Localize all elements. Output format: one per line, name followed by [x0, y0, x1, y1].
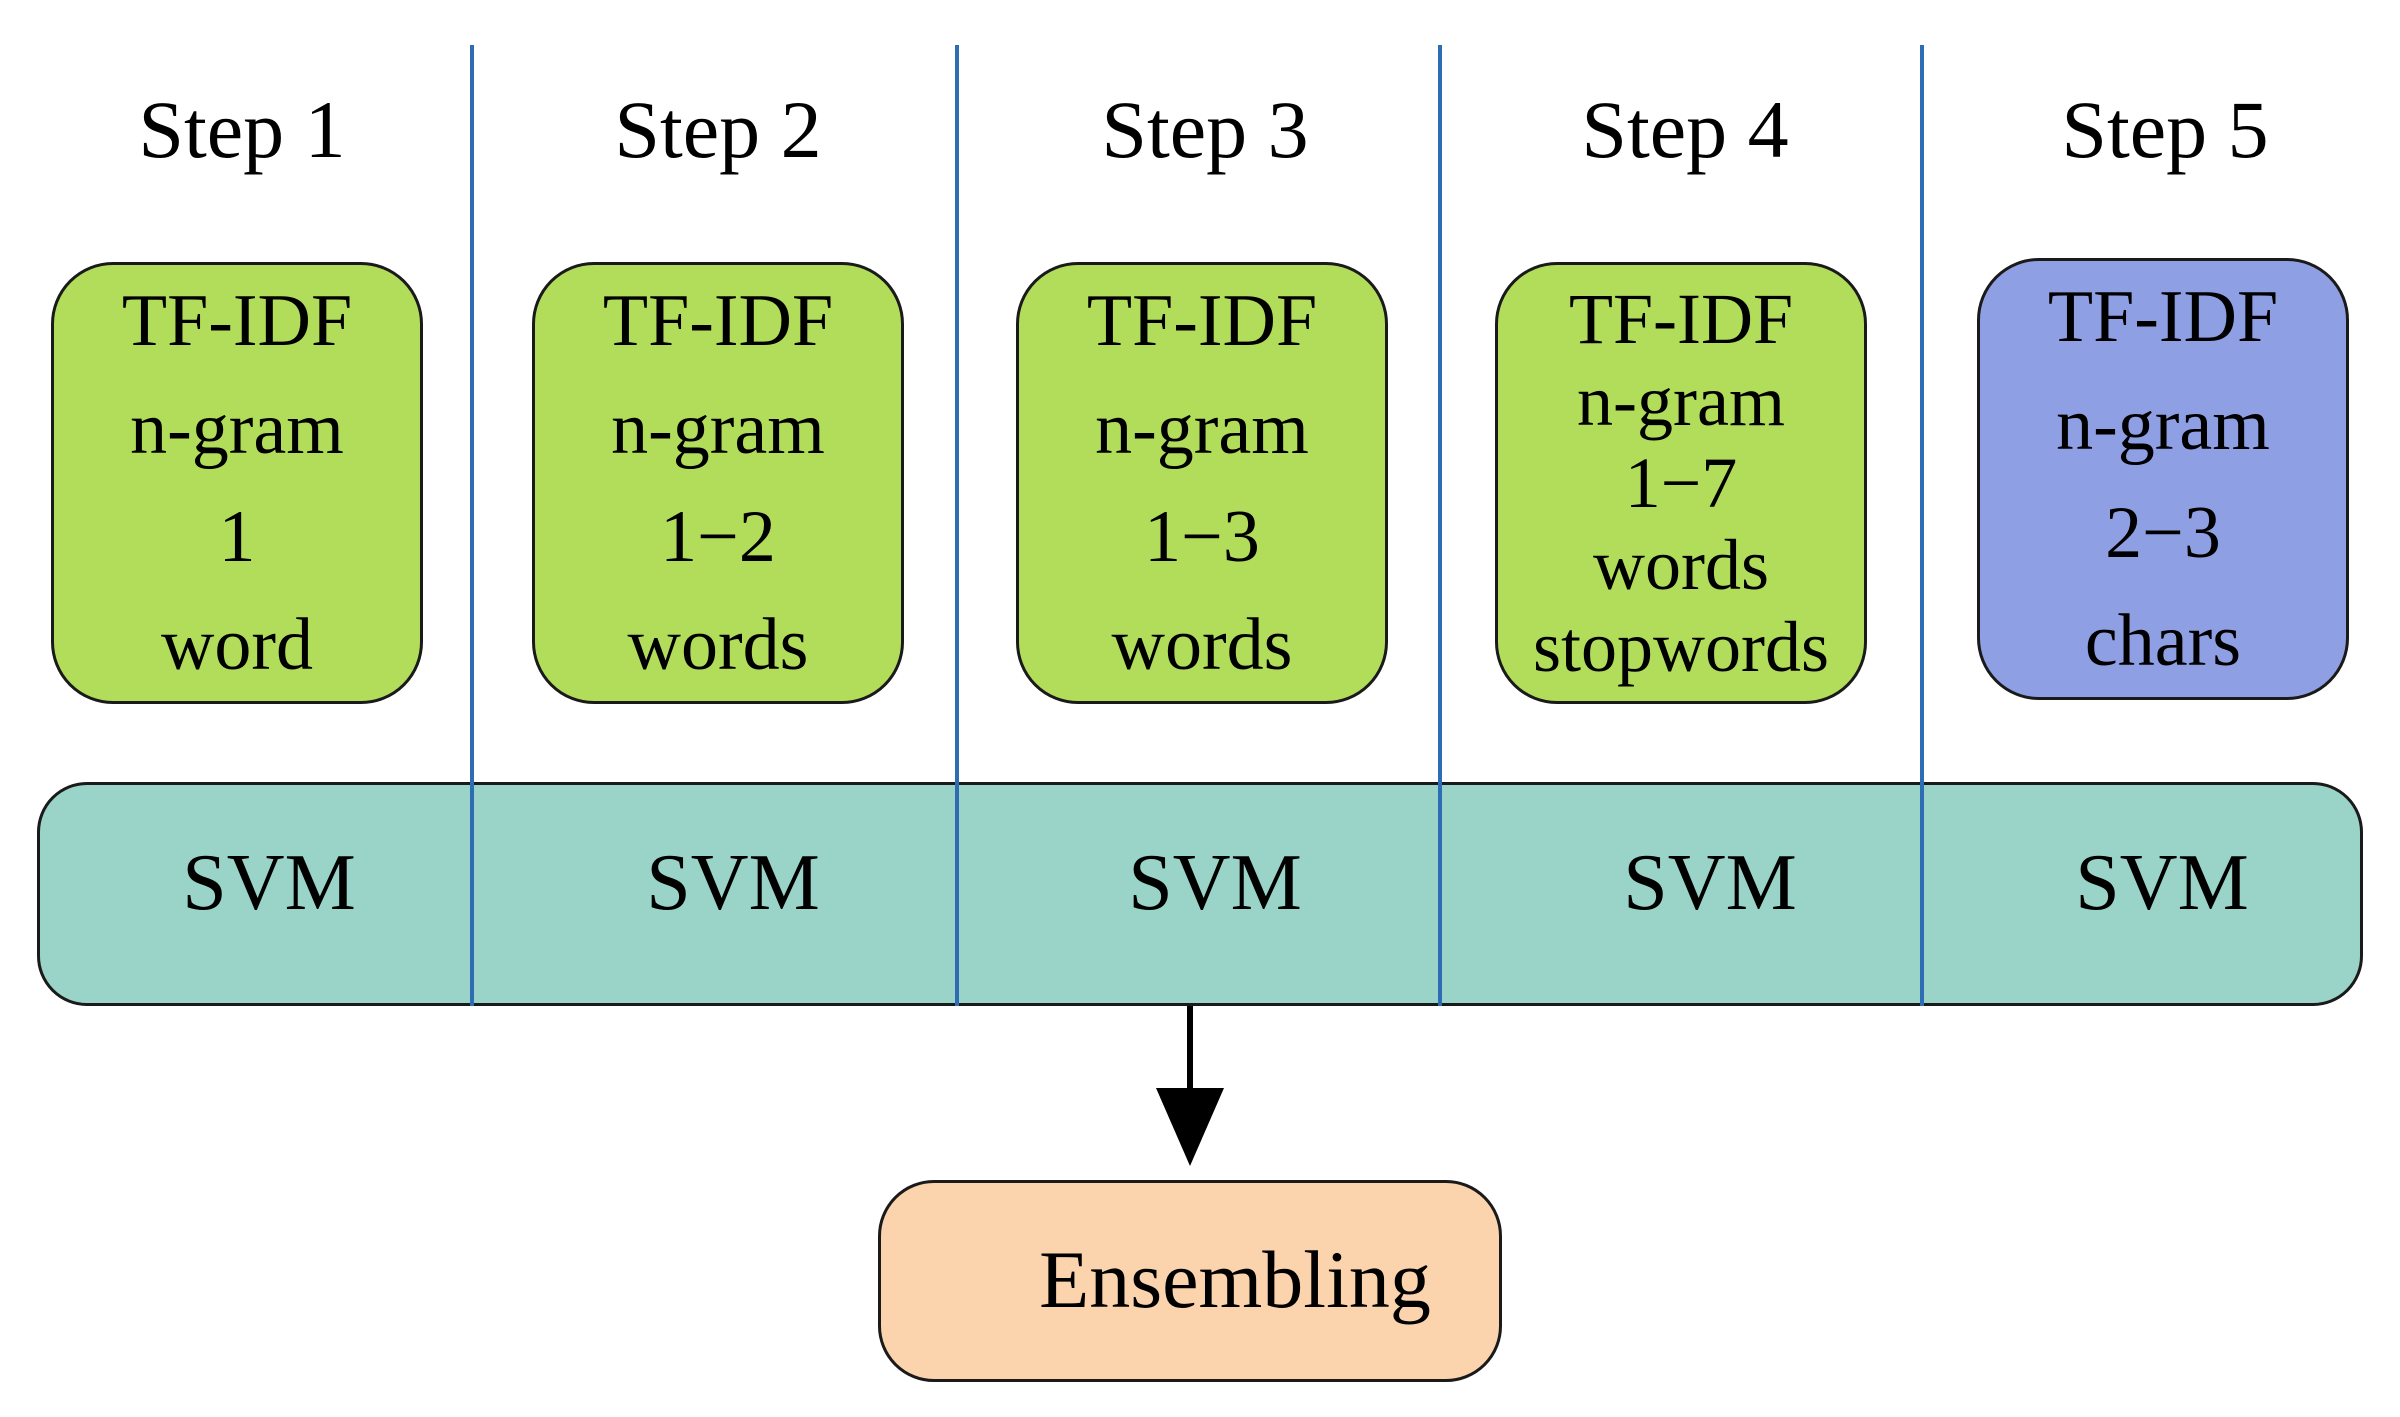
- step-3-feature-method: TF-IDF: [1086, 280, 1318, 362]
- ensembling-label: Ensembling: [1039, 1234, 1431, 1325]
- step-divider-1-2: [470, 45, 474, 1006]
- svm-classifier-bar: [37, 782, 2363, 1006]
- step-1-svm-label: SVM: [182, 839, 356, 927]
- step-2-ngram-range: 1−2: [660, 496, 776, 578]
- step-3-feature-box: TF-IDF n-gram 1−3 words: [1016, 262, 1388, 704]
- step-4-token-unit: words: [1593, 525, 1769, 605]
- step-divider-3-4: [1438, 45, 1442, 1006]
- step-4-title: Step 4: [1581, 84, 1789, 175]
- step-3-token-unit: words: [1111, 604, 1293, 686]
- step-2-feature-method: TF-IDF: [602, 280, 834, 362]
- step-4-ngram-range: 1−7: [1624, 443, 1738, 523]
- down-arrow-icon: [1156, 1006, 1224, 1166]
- arrow-head: [1156, 1088, 1224, 1166]
- step-1-feature-box: TF-IDF n-gram 1 word: [51, 262, 423, 704]
- step-2-token-unit: words: [627, 604, 809, 686]
- step-3-feature-type: n-gram: [1095, 388, 1309, 470]
- step-5-title: Step 5: [2061, 84, 2269, 175]
- step-5-svm-label: SVM: [2075, 839, 2249, 927]
- step-2-svm-label: SVM: [646, 839, 820, 927]
- step-1-token-unit: word: [160, 604, 314, 686]
- step-4-feature-type: n-gram: [1577, 361, 1785, 441]
- step-3-title: Step 3: [1101, 84, 1309, 175]
- step-1-feature-type: n-gram: [130, 388, 344, 470]
- step-2-feature-type: n-gram: [611, 388, 825, 470]
- step-5-feature-box: TF-IDF n-gram 2−3 chars: [1977, 258, 2349, 700]
- ensembling-box: [878, 1180, 1502, 1382]
- step-4-feature-box: TF-IDF n-gram 1−7 words stopwords: [1495, 262, 1867, 704]
- step-2-feature-box: TF-IDF n-gram 1−2 words: [532, 262, 904, 704]
- step-4-svm-label: SVM: [1623, 839, 1797, 927]
- step-2-title: Step 2: [614, 84, 822, 175]
- step-divider-2-3: [955, 45, 959, 1006]
- step-5-ngram-range: 2−3: [2105, 492, 2221, 574]
- step-1-feature-method: TF-IDF: [121, 280, 353, 362]
- step-3-ngram-range: 1−3: [1144, 496, 1260, 578]
- step-divider-4-5: [1920, 45, 1924, 1006]
- step-1-title: Step 1: [138, 84, 346, 175]
- step-5-token-unit: chars: [2084, 600, 2242, 682]
- step-5-feature-method: TF-IDF: [2047, 276, 2279, 358]
- step-4-stopwords-note: stopwords: [1532, 607, 1829, 687]
- step-4-feature-method: TF-IDF: [1568, 279, 1793, 359]
- step-1-ngram-range: 1: [218, 496, 256, 578]
- step-3-svm-label: SVM: [1128, 839, 1302, 927]
- step-5-feature-type: n-gram: [2056, 384, 2270, 466]
